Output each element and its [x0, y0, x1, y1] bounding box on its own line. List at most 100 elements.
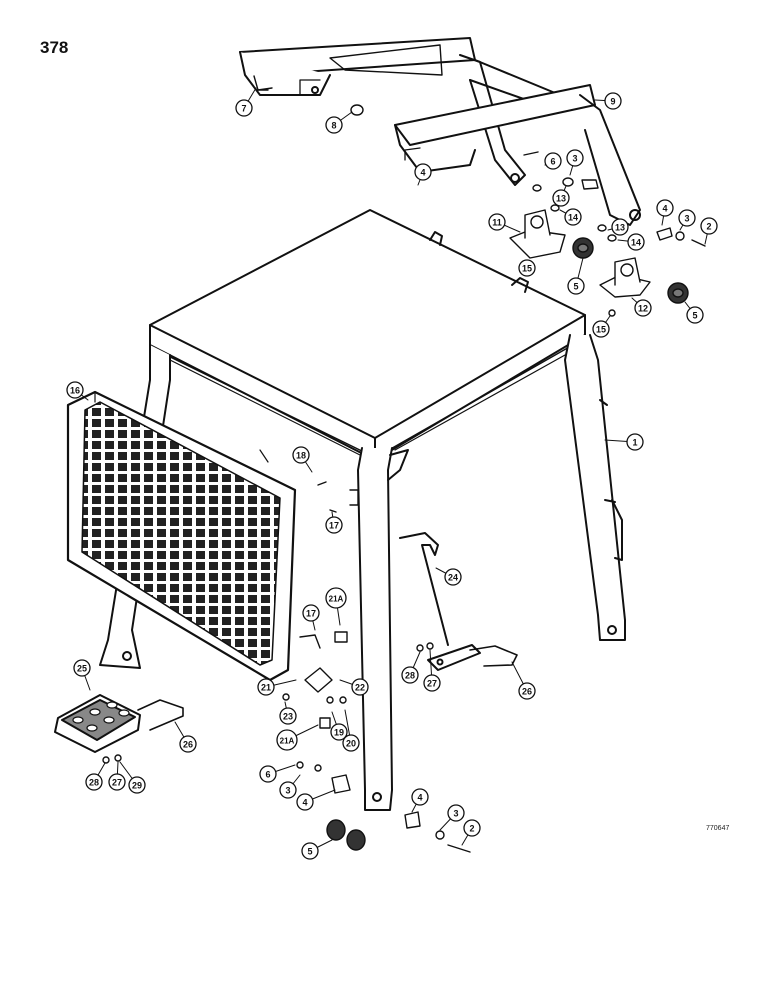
- mounting-bracket: [239, 37, 641, 226]
- callout-14: 14: [617, 233, 645, 251]
- callout-number: 24: [448, 573, 458, 583]
- callout-number: 27: [427, 679, 437, 689]
- callout-28: 28: [85, 762, 106, 791]
- callout-circle: [73, 659, 91, 677]
- page-number: 378: [40, 38, 69, 57]
- callout-26: 26: [174, 721, 197, 753]
- callout-number: 12: [638, 304, 648, 314]
- callout-circle: [276, 729, 298, 751]
- callout-circle: [179, 735, 197, 753]
- callout-21a: 21A: [276, 724, 319, 751]
- callout-circle: [463, 819, 481, 837]
- callout-4: 4: [656, 199, 674, 226]
- callout-5: 5: [684, 301, 704, 324]
- callout-circle: [257, 678, 275, 696]
- callout-3: 3: [678, 209, 696, 231]
- callout-circle: [325, 516, 343, 534]
- callout-24: 24: [435, 567, 462, 586]
- callout-4: 4: [414, 163, 432, 186]
- callout-8: 8: [325, 111, 353, 134]
- callout-2: 2: [461, 819, 481, 846]
- callout-number: 16: [70, 386, 80, 396]
- callout-number: 15: [522, 264, 532, 274]
- callout-circle: [108, 773, 126, 791]
- callout-13: 13: [552, 185, 570, 207]
- callout-circle: [259, 765, 277, 783]
- callout-number: 2: [469, 824, 474, 834]
- callout-circle: [411, 788, 429, 806]
- callout-circle: [279, 707, 297, 725]
- callout-1: 1: [604, 433, 644, 451]
- callout-number: 13: [615, 223, 625, 233]
- callout-circle: [444, 568, 462, 586]
- callout-number: 22: [355, 683, 365, 693]
- callout-number: 19: [334, 728, 344, 738]
- callout-number: 29: [132, 781, 142, 791]
- callout-circle: [552, 189, 570, 207]
- callout-number: 26: [183, 740, 193, 750]
- callout-number: 6: [265, 770, 270, 780]
- callout-12: 12: [631, 297, 652, 317]
- callout-26: 26: [511, 661, 536, 700]
- callout-circle: [235, 99, 253, 117]
- callout-number: 28: [405, 671, 415, 681]
- callout-number: 11: [492, 218, 502, 228]
- callout-circle: [423, 674, 441, 692]
- callout-circle: [66, 381, 84, 399]
- callout-number: 17: [306, 609, 316, 619]
- callout-circle: [566, 149, 584, 167]
- callout-5: 5: [301, 839, 333, 860]
- hardware: [102, 75, 706, 853]
- callout-circle: [488, 213, 506, 231]
- callout-circle: [611, 218, 629, 236]
- callout-number: 4: [662, 204, 667, 214]
- callout-circle: [325, 587, 347, 609]
- callout-circle: [279, 781, 297, 799]
- callout-circle: [351, 678, 369, 696]
- callout-3: 3: [439, 804, 465, 831]
- callout-circle: [401, 666, 419, 684]
- callout-circle: [544, 152, 562, 170]
- callout-5: 5: [567, 257, 585, 295]
- callout-number: 2: [706, 222, 711, 232]
- callout-number: 26: [522, 687, 532, 697]
- callout-27: 27: [423, 649, 441, 692]
- callout-circle: [518, 259, 536, 277]
- callout-circle: [626, 433, 644, 451]
- callout-13: 13: [607, 218, 629, 236]
- callout-number: 3: [285, 786, 290, 796]
- callout-20: 20: [342, 709, 360, 752]
- callout-number: 9: [610, 97, 615, 107]
- callout-number: 21A: [329, 595, 344, 604]
- callout-circle: [414, 163, 432, 181]
- callout-17: 17: [302, 604, 320, 631]
- callout-14: 14: [559, 208, 582, 226]
- callout-25: 25: [73, 659, 91, 691]
- callout-3: 3: [279, 774, 301, 799]
- callout-4: 4: [296, 789, 336, 811]
- callout-18: 18: [292, 446, 313, 473]
- screen-guard: [66, 390, 297, 682]
- callout-number: 3: [453, 809, 458, 819]
- callout-circle: [342, 734, 360, 752]
- callout-number: 4: [302, 798, 307, 808]
- callout-number: 3: [684, 214, 689, 224]
- callout-number: 25: [77, 664, 87, 674]
- callout-circle: [567, 277, 585, 295]
- callout-circle: [678, 209, 696, 227]
- callout-4: 4: [411, 788, 429, 813]
- callout-number: 14: [631, 238, 641, 248]
- callout-circle: [656, 199, 674, 217]
- callout-29: 29: [119, 761, 146, 794]
- callout-16: 16: [66, 381, 89, 401]
- callout-number: 5: [692, 311, 697, 321]
- callout-number: 15: [596, 325, 606, 335]
- callout-circle: [330, 723, 348, 741]
- callout-number: 5: [573, 282, 578, 292]
- callout-circle: [128, 776, 146, 794]
- callout-circle: [325, 116, 343, 134]
- callout-number: 14: [568, 213, 578, 223]
- callout-22: 22: [339, 678, 369, 696]
